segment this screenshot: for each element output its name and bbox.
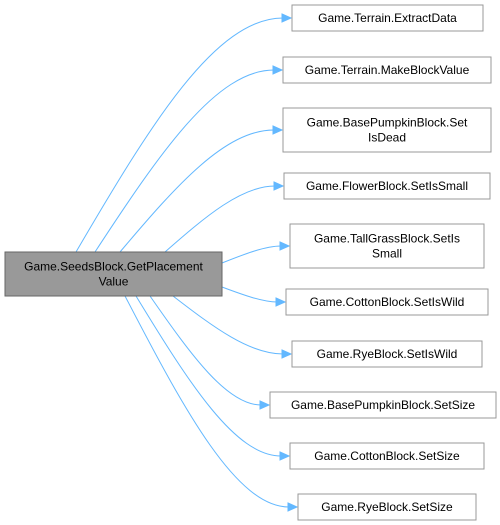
edge-line <box>172 295 284 355</box>
node-label-line: Game.TallGrassBlock.SetIs <box>314 232 460 246</box>
edge-line <box>124 295 290 508</box>
edge-arrowhead <box>259 400 271 410</box>
node-target-4[interactable]: Game.TallGrassBlock.SetIsSmall <box>289 223 485 269</box>
edge-arrowhead <box>281 13 293 23</box>
edge-line <box>221 286 278 303</box>
node-label-line: Game.BasePumpkinBlock.Set <box>307 116 468 130</box>
edge-line <box>135 295 282 457</box>
node-label-line: IsDead <box>368 131 406 145</box>
edge-arrowhead <box>287 502 299 512</box>
edge-line <box>75 17 284 253</box>
node-source-box <box>4 251 223 297</box>
node-label-line: Game.RyeBlock.SetSize <box>321 500 453 514</box>
edge-arrowhead <box>272 65 284 75</box>
edge-3 <box>164 181 285 253</box>
node-label-line: Game.Terrain.MakeBlockValue <box>305 63 470 77</box>
node-target-box <box>289 442 485 470</box>
edge-arrowhead <box>281 349 293 359</box>
edge-arrowhead <box>279 241 291 251</box>
edge-arrowhead <box>279 451 291 461</box>
node-target-3[interactable]: Game.FlowerBlock.SetIsSmall <box>283 172 491 200</box>
node-target-5[interactable]: Game.CottonBlock.SetIsWild <box>285 288 489 316</box>
edge-arrowhead <box>275 297 287 307</box>
edge-9 <box>124 295 299 512</box>
node-label-line: Game.CottonBlock.SetIsWild <box>310 295 465 309</box>
node-target-box <box>289 223 485 269</box>
edge-5 <box>221 286 287 307</box>
node-label-line: Game.FlowerBlock.SetIsSmall <box>306 179 468 193</box>
edge-line <box>94 69 275 253</box>
edge-8 <box>135 295 291 461</box>
edge-6 <box>172 295 293 359</box>
node-target-7[interactable]: Game.BasePumpkinBlock.SetSize <box>269 391 497 419</box>
node-label-line: Game.BasePumpkinBlock.SetSize <box>291 398 475 412</box>
edge-line <box>149 295 262 406</box>
node-target-box <box>285 288 489 316</box>
node-label-line: Value <box>99 275 129 289</box>
node-label-line: Small <box>372 247 402 261</box>
node-target-box <box>283 172 491 200</box>
edge-line <box>119 129 275 253</box>
node-target-8[interactable]: Game.CottonBlock.SetSize <box>289 442 485 470</box>
edge-1 <box>94 65 284 253</box>
node-label-line: Game.SeedsBlock.GetPlacement <box>24 260 203 274</box>
node-label-line: Game.Terrain.ExtractData <box>318 11 457 25</box>
edge-arrowhead <box>272 125 284 135</box>
node-label-line: Game.RyeBlock.SetIsWild <box>317 347 458 361</box>
edge-7 <box>149 295 271 410</box>
node-target-9[interactable]: Game.RyeBlock.SetSize <box>297 493 477 521</box>
edge-0 <box>75 13 293 253</box>
node-target-box <box>291 340 483 368</box>
edge-line <box>221 245 282 264</box>
node-target-1[interactable]: Game.Terrain.MakeBlockValue <box>282 56 492 84</box>
node-target-box <box>282 56 492 84</box>
node-target-box <box>297 493 477 521</box>
edge-4 <box>221 241 291 264</box>
edge-arrowhead <box>273 181 285 191</box>
node-target-box <box>269 391 497 419</box>
node-target-box <box>291 4 484 32</box>
edge-line <box>164 185 276 253</box>
node-target-box <box>282 107 492 153</box>
edge-2 <box>119 125 284 253</box>
node-label-line: Game.CottonBlock.SetSize <box>314 449 460 463</box>
node-target-6[interactable]: Game.RyeBlock.SetIsWild <box>291 340 483 368</box>
node-target-0[interactable]: Game.Terrain.ExtractData <box>291 4 484 32</box>
